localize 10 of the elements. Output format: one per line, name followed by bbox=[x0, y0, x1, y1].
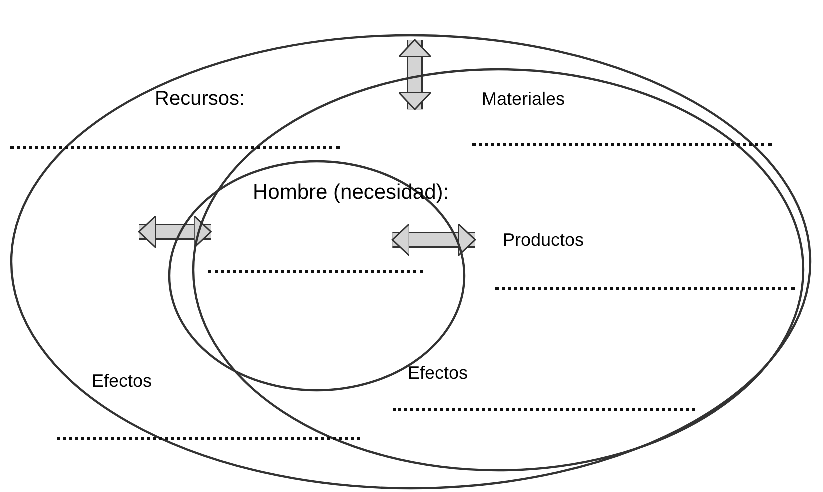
ellipse-region bbox=[168, 160, 466, 392]
region-label: Recursos: bbox=[155, 88, 246, 110]
double-arrow bbox=[398, 39, 432, 110]
double-arrow bbox=[392, 223, 476, 257]
region-label: Productos bbox=[503, 231, 584, 251]
double-arrow bbox=[138, 215, 212, 249]
ellipse-region bbox=[10, 34, 812, 490]
region-label: Materiales bbox=[482, 90, 566, 110]
region-label: Efectos bbox=[92, 372, 152, 392]
region-label: Efectos bbox=[408, 364, 468, 384]
